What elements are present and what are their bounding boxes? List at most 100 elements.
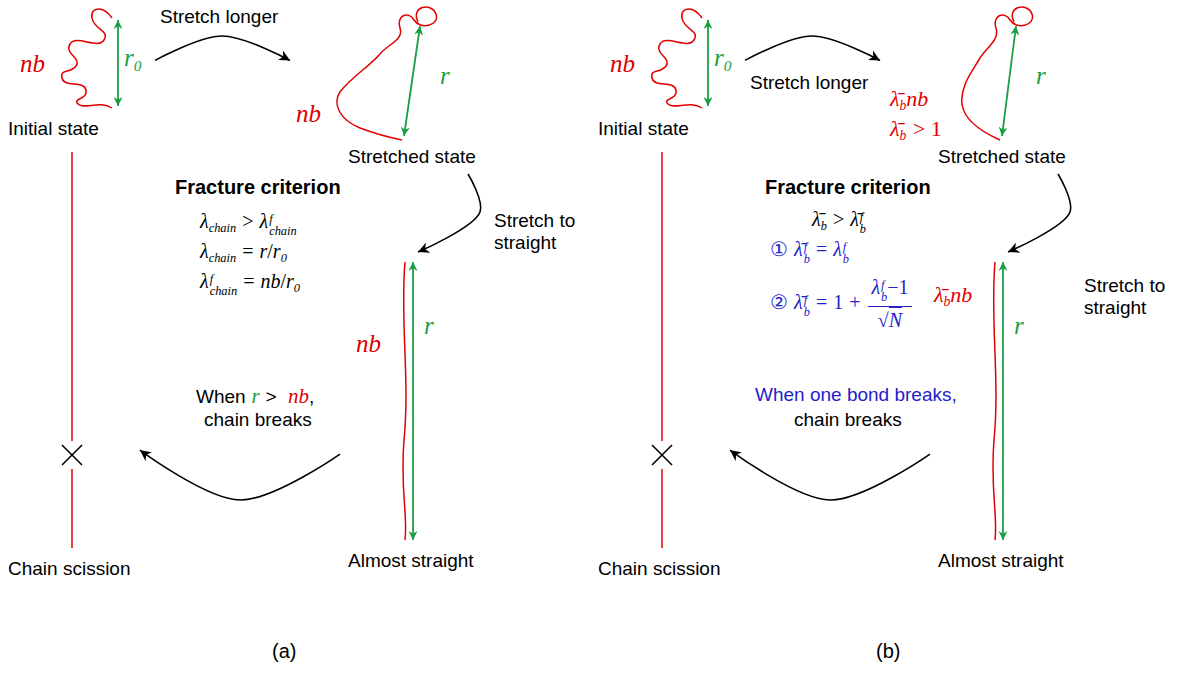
equation: −1: [887, 276, 908, 298]
text-line: Chain scission: [598, 558, 721, 580]
equation: f: [843, 241, 849, 253]
process-arrow: [155, 36, 290, 60]
process-arrow: [745, 36, 880, 60]
step-label: Stretch to straight: [494, 210, 589, 254]
equation: λ: [871, 276, 880, 298]
text-line: r: [1036, 62, 1046, 91]
equation: =: [243, 270, 254, 292]
text-line: λchain>λfchain: [200, 210, 297, 238]
equation: √: [878, 309, 889, 331]
equation: r: [286, 270, 294, 292]
chain-length: nb: [296, 100, 321, 127]
text-line: λ̄b> 1: [890, 116, 942, 144]
chain-length: nb: [356, 330, 381, 357]
equation: 1: [833, 291, 843, 313]
step-label: Stretch to straight: [1084, 275, 1179, 319]
text-line: r: [440, 62, 450, 91]
chain-length: nb: [20, 50, 45, 77]
chain-length: λ̄: [890, 86, 900, 111]
chain-length: nb: [950, 282, 972, 307]
panel-label: (a): [272, 640, 296, 662]
text-line: λchain=r/r0: [200, 240, 287, 265]
text-line: nb: [296, 100, 321, 129]
text-line: r0: [714, 44, 731, 74]
chain-length: nb: [610, 50, 635, 77]
equation: b: [804, 306, 810, 318]
break-condition: >: [265, 386, 276, 407]
equation: =: [816, 291, 827, 313]
end-distance: r: [1014, 312, 1024, 339]
equation: 0: [294, 281, 300, 295]
break-condition: chain breaks: [204, 409, 312, 430]
state-label: Initial state: [598, 118, 689, 139]
equation: b: [821, 219, 827, 233]
equation: nb: [260, 270, 280, 292]
equation: chain: [209, 251, 237, 265]
equation: b: [860, 223, 866, 235]
equation: ①: [770, 238, 788, 260]
process-arrow: [140, 450, 340, 500]
text-line: chain breaks: [204, 409, 312, 431]
broken-chain: [661, 152, 663, 441]
chain-length: nb: [906, 86, 928, 111]
stretched-chain: [337, 7, 437, 140]
state-label: Stretched state: [938, 146, 1066, 167]
fraction: λfb−1√N: [868, 276, 911, 332]
chain-length: b: [900, 98, 907, 113]
equation: f: [804, 241, 810, 253]
text-line: chain breaks: [794, 409, 902, 431]
break-condition: r: [252, 384, 260, 408]
chain-state: Stretched state r λ̄bnb λ̄b> 1: [880, 2, 1080, 174]
equation: λ̄: [794, 291, 803, 313]
equation: λ: [259, 210, 268, 232]
text-line: Whenr>nb,: [196, 384, 314, 408]
panel-label: (b): [876, 640, 900, 662]
equation: λ̄: [850, 208, 859, 230]
equation: λ: [200, 210, 209, 232]
state-label: Almost straight: [938, 550, 1064, 571]
straight-chain: [993, 262, 996, 540]
text-line: λ̄bnb: [934, 282, 972, 310]
text-line: λ̄b>λ̄fb: [812, 208, 866, 236]
text-line: Initial state: [8, 118, 99, 140]
chain-state: Almost straight λ̄bnb r: [930, 252, 1080, 578]
panel-a-art: [62, 7, 437, 548]
scission-mark: [652, 445, 672, 465]
chain-state: Chain scission: [5, 150, 140, 585]
sup-sub-stack: fchain: [269, 213, 297, 238]
scission-mark: [62, 445, 82, 465]
break-condition: When one bond breaks,: [755, 384, 957, 405]
chain-state: Almost straightnbr: [340, 252, 490, 578]
equation: /: [280, 270, 286, 292]
state-label: Stretched state: [348, 146, 476, 167]
equation: ②: [770, 291, 788, 313]
scission-mark: [652, 445, 672, 465]
coiled-chain: [62, 9, 112, 108]
sup-sub-stack: fb: [804, 241, 810, 266]
scission-mark: [62, 445, 82, 465]
text-line: When one bond breaks,: [755, 384, 957, 406]
text-line: r0: [124, 44, 141, 74]
state-label: Initial state: [8, 118, 99, 139]
process-arrow: [1008, 174, 1071, 252]
stretched-chain: [962, 7, 1033, 140]
equation: f: [860, 211, 866, 223]
break-condition: chain breaks: [794, 409, 902, 430]
equation: λ̄: [812, 208, 821, 230]
equation: N: [889, 307, 902, 331]
equation: chain: [210, 285, 238, 297]
broken-chain: [71, 152, 73, 441]
text-line: (b): [876, 640, 900, 663]
equation: chain: [209, 221, 237, 235]
equation: r: [273, 240, 281, 262]
equation: >: [242, 210, 253, 232]
distance-arrow: [1002, 262, 1004, 540]
coiled-chain: [652, 9, 702, 108]
text-line: Fracture criterion: [765, 176, 931, 199]
criterion-heading: Fracture criterion: [175, 176, 341, 198]
criterion-heading: Fracture criterion: [765, 176, 931, 198]
step-label: Stretch longer: [160, 6, 1183, 28]
equation: >: [833, 208, 844, 230]
